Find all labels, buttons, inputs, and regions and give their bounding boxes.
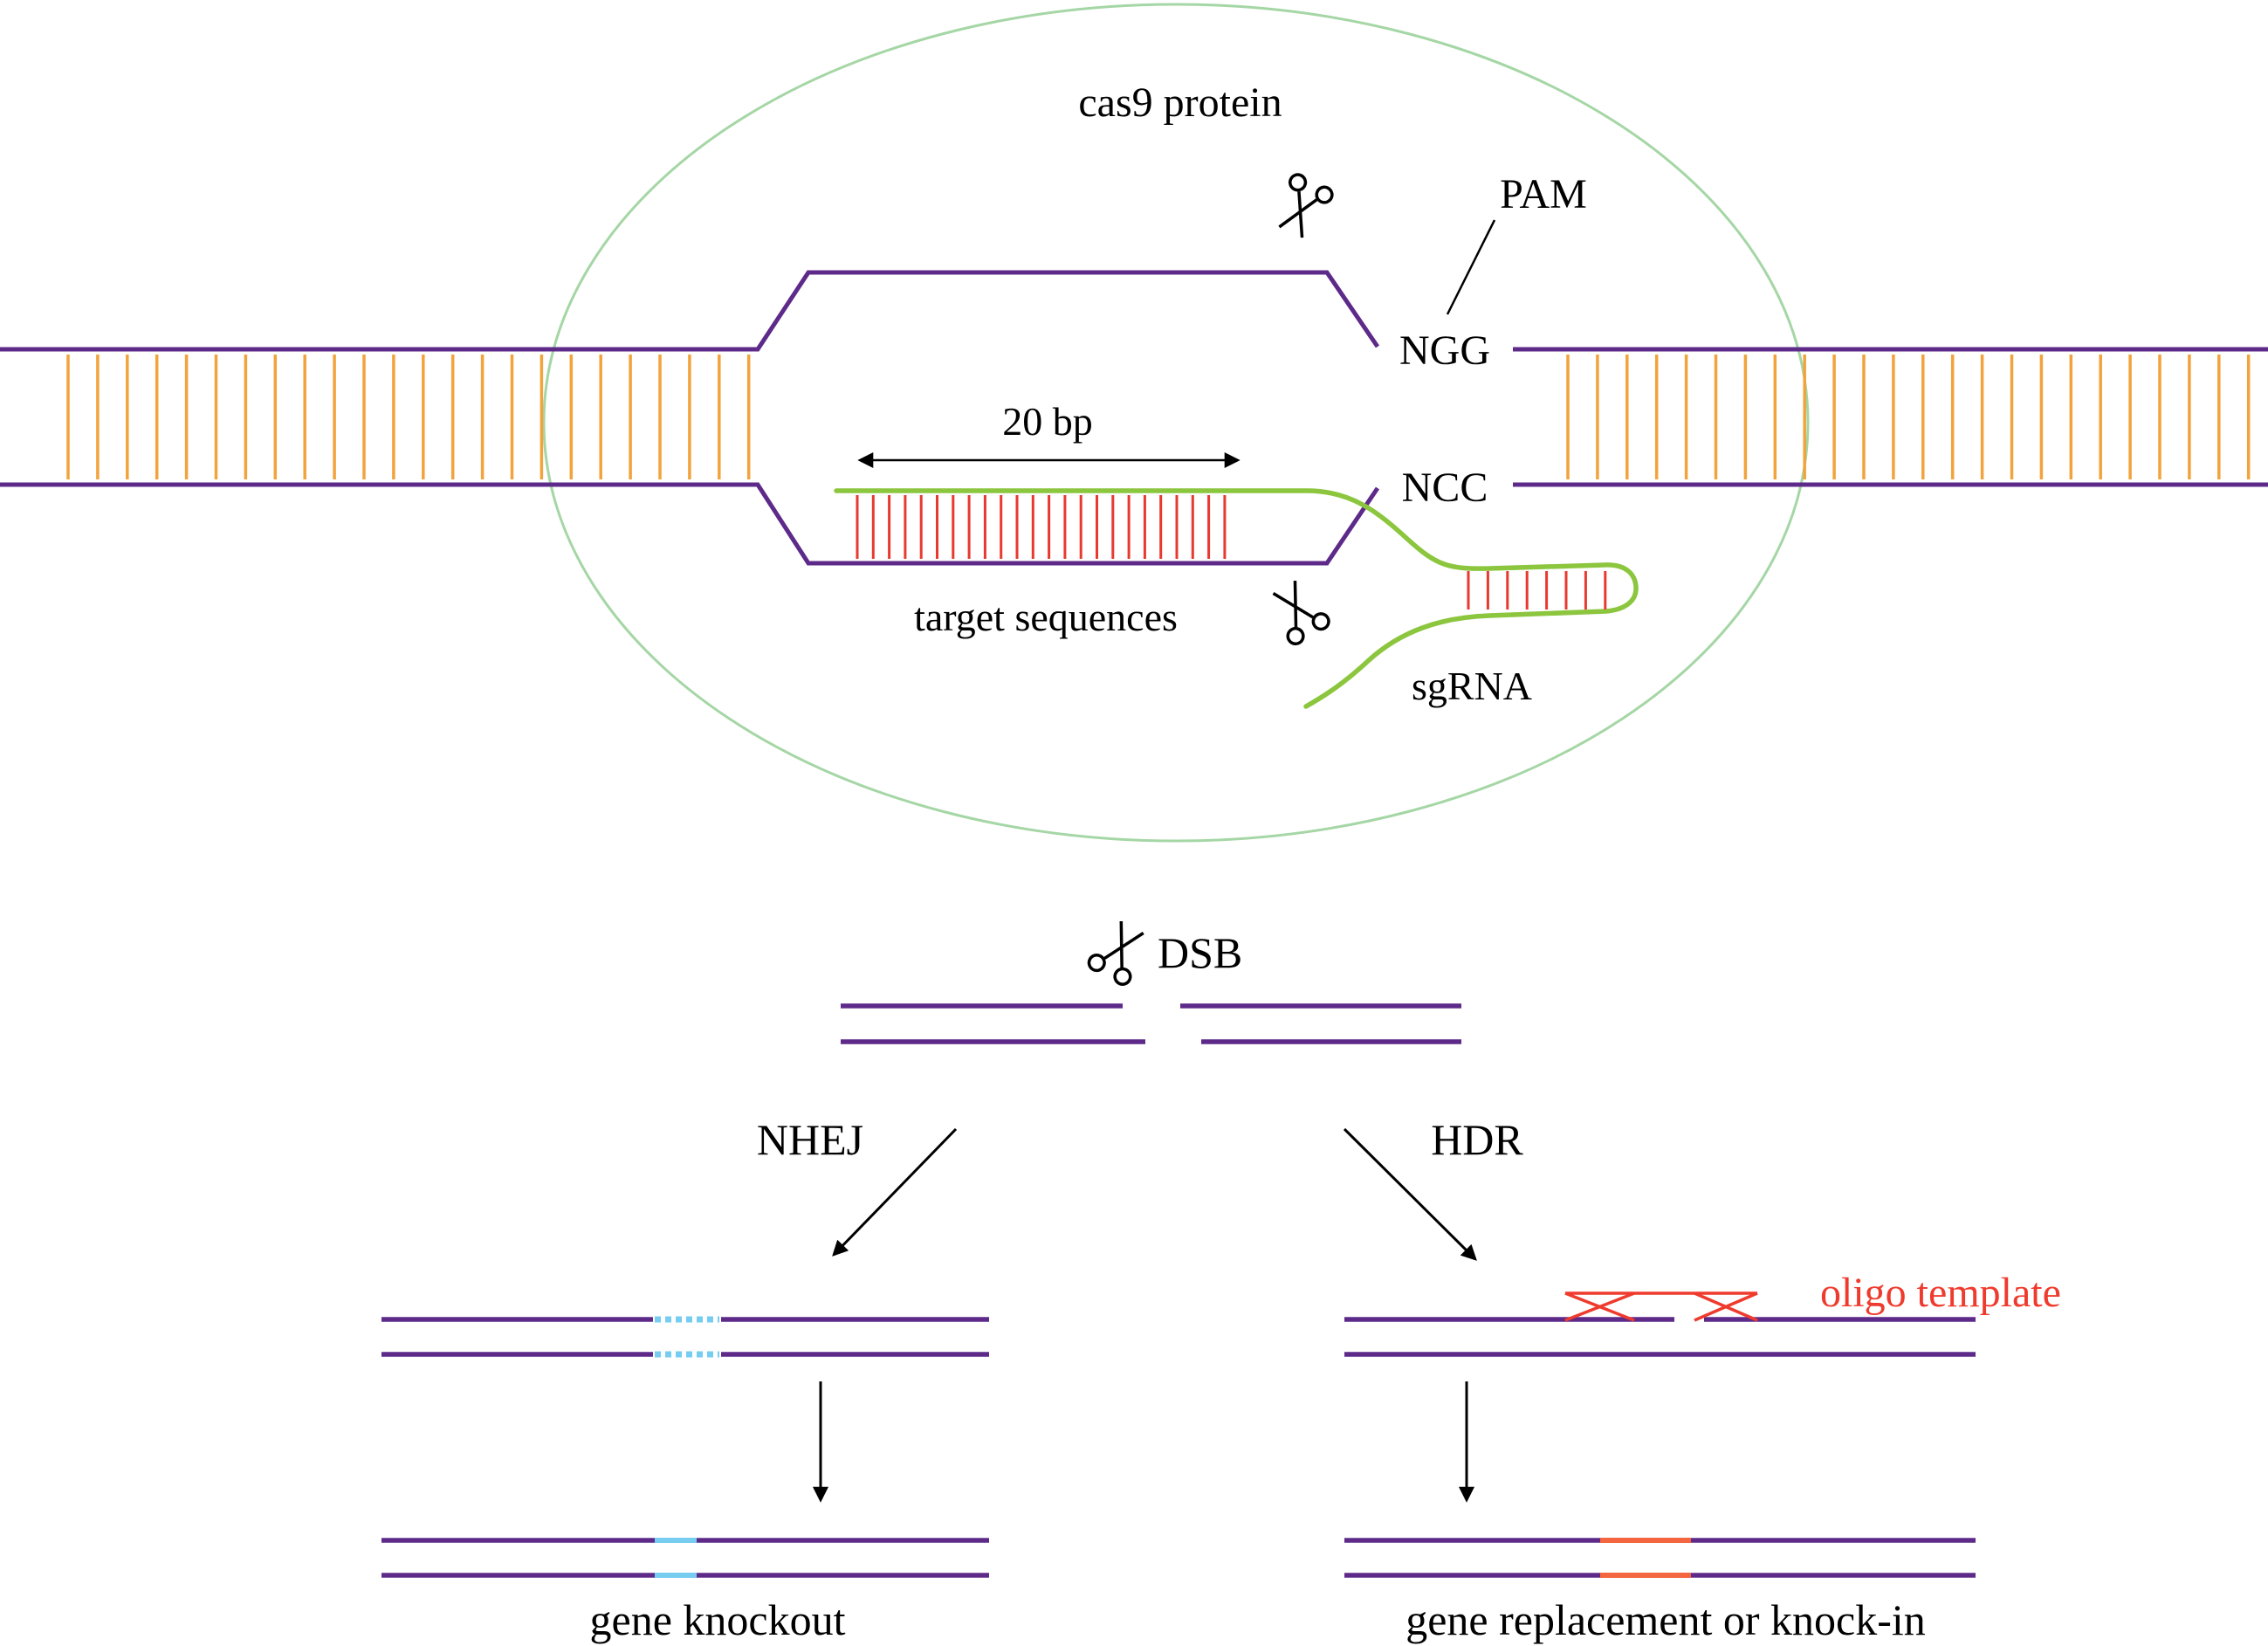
label-dsb: DSB (1158, 928, 1242, 977)
label-gene-replacement: gene replacement or knock-in (1405, 1595, 1926, 1644)
scissors-icon-dsb (1084, 914, 1154, 989)
sgrna-target-pairing-rungs (856, 495, 1227, 559)
dsb-broken-dna (841, 1003, 1461, 1044)
scissors-icon-top-cut (1268, 170, 1337, 244)
base-pairs-left (66, 355, 751, 479)
base-pairs-right (1566, 355, 2251, 479)
dna-bottom-strand-left (0, 482, 1380, 566)
dna-top-strand-left (0, 270, 1380, 352)
label-oligo-template: oligo template (1820, 1270, 2061, 1316)
pam-pointer-line (1446, 219, 1496, 315)
label-ngg: NGG (1399, 327, 1490, 374)
label-hdr: HDR (1431, 1115, 1523, 1164)
sgrna-hairpin-rungs (1467, 571, 1607, 610)
nhej-arrow (832, 1127, 958, 1257)
scissors-icon-bottom-cut (1263, 574, 1333, 649)
label-pam: PAM (1500, 171, 1587, 217)
sgrna-strand (834, 488, 1639, 709)
label-ncc: NCC (1402, 465, 1488, 511)
knockout-dna (381, 1538, 989, 1578)
label-20bp: 20 bp (1002, 399, 1093, 444)
label-cas9-protein: cas9 protein (1078, 79, 1282, 126)
hdr-arrow (1343, 1127, 1477, 1261)
recombination-cross-right (1694, 1291, 1758, 1322)
hdr-template-dna (1344, 1291, 1976, 1357)
label-target-sequences: target sequences (914, 595, 1178, 639)
label-nhej: NHEJ (757, 1115, 863, 1164)
knockin-dna (1344, 1538, 1976, 1578)
cas9-protein-outline (542, 3, 1810, 843)
label-gene-knockout: gene knockout (590, 1595, 846, 1644)
dna-double-helix (0, 270, 2268, 566)
recombination-cross-left (1564, 1291, 1635, 1322)
label-sgrna: sgRNA (1412, 664, 1532, 708)
nhej-indel-dna (381, 1316, 989, 1358)
